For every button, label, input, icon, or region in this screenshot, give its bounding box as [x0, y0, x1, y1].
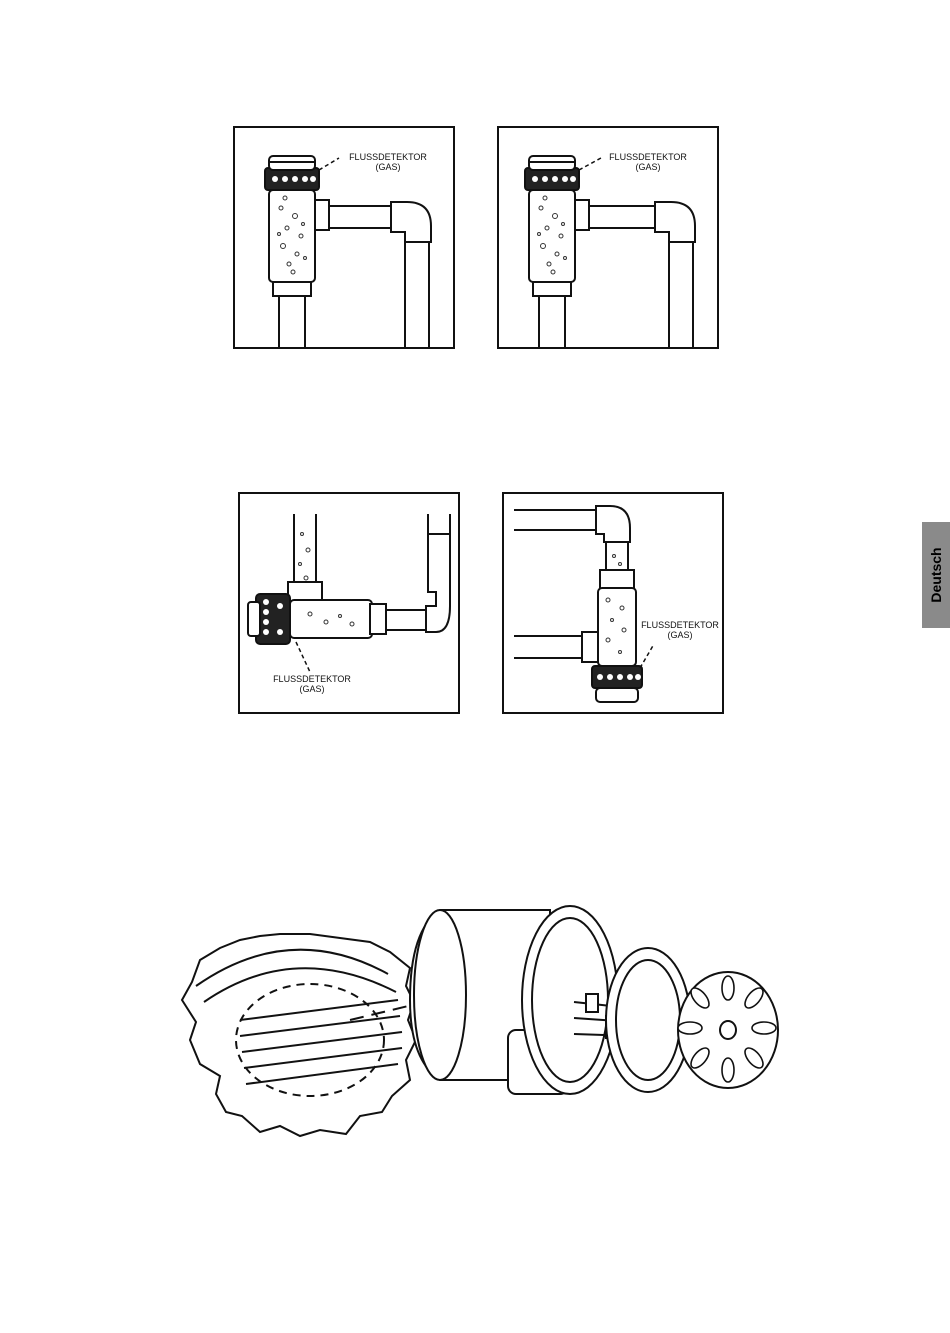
label-line-1: FLUSSDETEKTOR: [603, 152, 693, 162]
figure-vertical-down: FLUSSDETEKTOR (GAS): [502, 492, 724, 714]
flow-detector-label: FLUSSDETEKTOR (GAS): [603, 152, 693, 172]
figure-vertical-up-2: FLUSSDETEKTOR (GAS): [497, 126, 719, 349]
language-tab-label: Deutsch: [926, 532, 946, 618]
label-line-2: (GAS): [603, 162, 693, 172]
label-line-1: FLUSSDETEKTOR: [343, 152, 433, 162]
flow-detector-label: FLUSSDETEKTOR (GAS): [630, 620, 724, 640]
figure-vertical-up-1: FLUSSDETEKTOR (GAS): [233, 126, 455, 349]
label-line-2: (GAS): [262, 684, 362, 694]
flow-detector-label: FLUSSDETEKTOR (GAS): [262, 674, 362, 694]
figure-horizontal: FLUSSDETEKTOR (GAS): [238, 492, 460, 714]
cell-detail-drawing: [170, 890, 790, 1140]
flow-detector-label: FLUSSDETEKTOR (GAS): [343, 152, 433, 172]
pipe-diagram-4: [504, 494, 722, 712]
cell-exploded-illustration: [170, 890, 790, 1140]
label-line-1: FLUSSDETEKTOR: [630, 620, 724, 630]
label-line-2: (GAS): [343, 162, 433, 172]
label-line-1: FLUSSDETEKTOR: [262, 674, 362, 684]
label-line-2: (GAS): [630, 630, 724, 640]
